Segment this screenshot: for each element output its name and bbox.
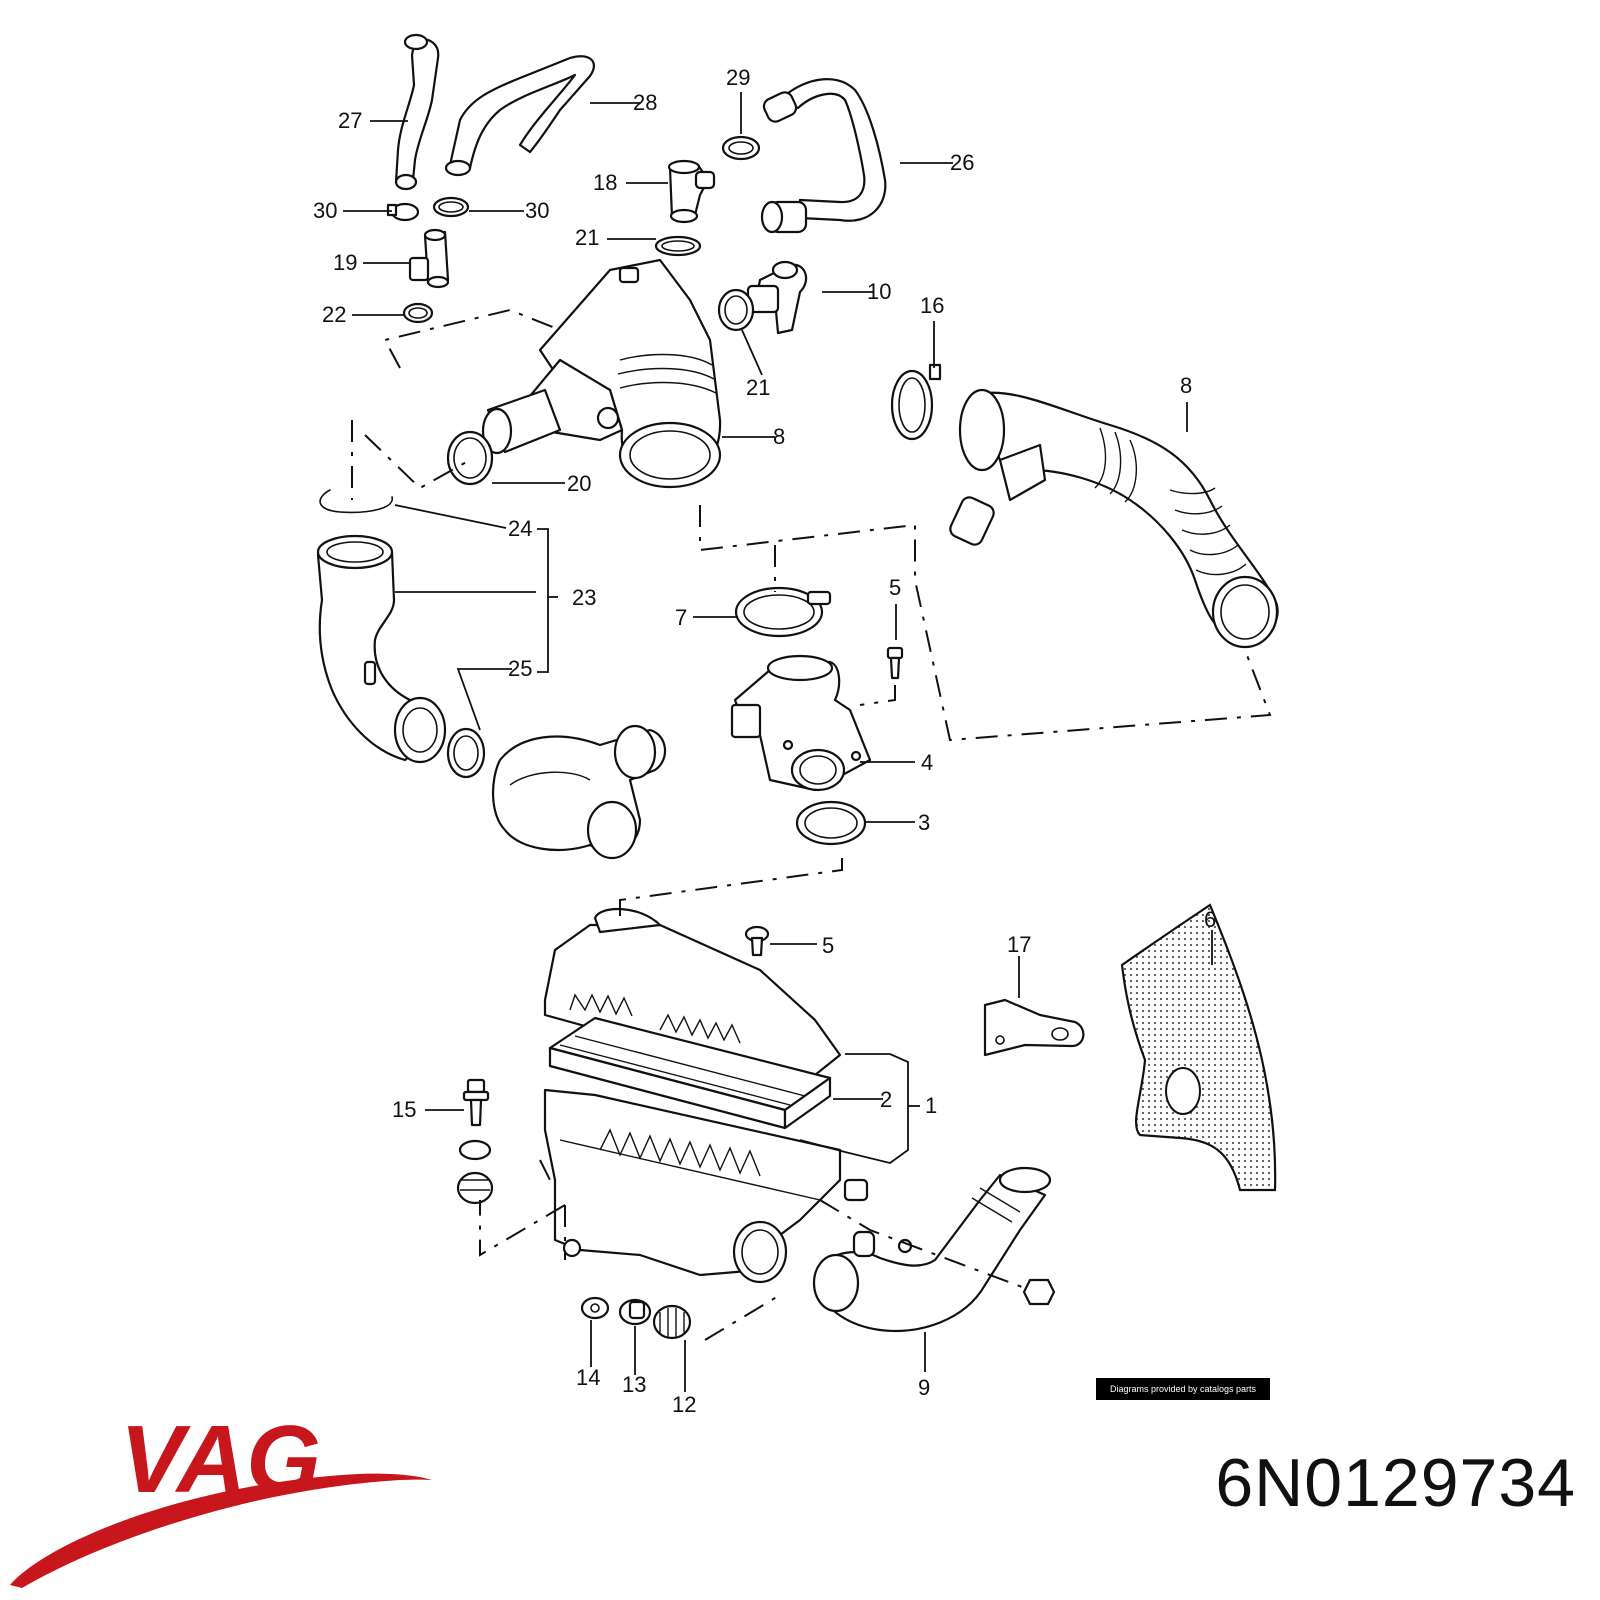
part-number: 6N0129734 [1215,1445,1576,1521]
callout-8-right: 8 [1180,373,1192,398]
callout-1: 1 [925,1093,937,1118]
loop-24 [319,489,393,514]
callout-16: 16 [920,293,944,318]
callout-27: 27 [338,108,362,133]
callout-12: 12 [672,1392,696,1417]
callout-13: 13 [622,1372,646,1397]
callout-3: 3 [918,810,930,835]
valve-19 [408,228,450,289]
oring-25 [446,727,486,779]
hose-clip-30-right [432,196,470,218]
callout-24: 24 [508,516,532,541]
leader-lines [343,92,1213,1392]
hose-26 [760,78,887,234]
air-mass-meter-4 [730,654,872,792]
diagram-credit-label: Diagrams provided by catalogs parts [1096,1378,1270,1400]
callout-14: 14 [576,1365,600,1390]
washer-13 [618,1298,652,1326]
intake-hose-8-right [949,388,1279,649]
hose-28 [444,55,595,177]
callout-2: 2 [880,1087,892,1112]
callout-7: 7 [675,605,687,630]
callout-28: 28 [633,90,657,115]
turbo-housing [491,724,666,860]
bolt-15 [456,1078,494,1205]
nut-14 [580,1296,610,1320]
screw-5-lower [744,925,770,957]
callout-8-left: 8 [773,424,785,449]
seal-3 [795,800,867,846]
callout-30-left: 30 [313,198,337,223]
callout-5-top: 5 [889,575,901,600]
callout-21-top: 21 [575,225,599,250]
grommet-12 [652,1304,692,1340]
callout-9: 9 [918,1375,930,1400]
logo-text: VAG [120,1406,321,1513]
air-filter-lid [543,907,842,1097]
callout-6: 6 [1204,907,1216,932]
logo-swoosh [10,1473,432,1588]
callout-26: 26 [950,150,974,175]
nut-9-right [1022,1278,1056,1306]
vag-logo: VAG [10,1406,432,1588]
heat-shield-6 [1120,903,1277,1192]
callout-19: 19 [333,250,357,275]
connector-18 [667,159,716,224]
hose-clip-21-top [654,235,702,257]
callout-17: 17 [1007,932,1031,957]
intake-elbow-8-left [508,258,722,489]
callout-29: 29 [726,65,750,90]
hose-clip-21-mid [717,288,755,332]
filter-element-2 [548,1016,832,1130]
callout-5-lower: 5 [822,933,834,958]
callout-25: 25 [508,656,532,681]
hose-clip-16 [890,363,942,441]
intake-duct-9 [812,1166,1052,1332]
hose-clip-22 [402,302,434,324]
bracket-17 [983,998,1085,1057]
hose-clip-29 [721,135,761,161]
hose-27 [394,33,440,191]
callout-30-right: 30 [525,198,549,223]
callout-23: 23 [572,585,596,610]
inlet-pipe-20 [446,388,562,486]
hose-clamp-7 [734,586,832,638]
air-filter-base [543,1088,869,1284]
connection-lines [351,308,1272,1341]
screw-5-top [886,646,904,680]
callout-10: 10 [867,279,891,304]
callout-numbers: 27 28 29 26 30 30 18 21 19 10 22 16 21 8… [313,65,1216,1417]
callout-22: 22 [322,302,346,327]
callout-18: 18 [593,170,617,195]
callout-15: 15 [392,1097,416,1122]
hose-23 [316,534,447,764]
callout-20: 20 [567,471,591,496]
callout-4: 4 [921,750,933,775]
callout-21-mid: 21 [746,375,770,400]
valve-10 [746,260,808,335]
hose-clip-30-left [386,202,420,222]
